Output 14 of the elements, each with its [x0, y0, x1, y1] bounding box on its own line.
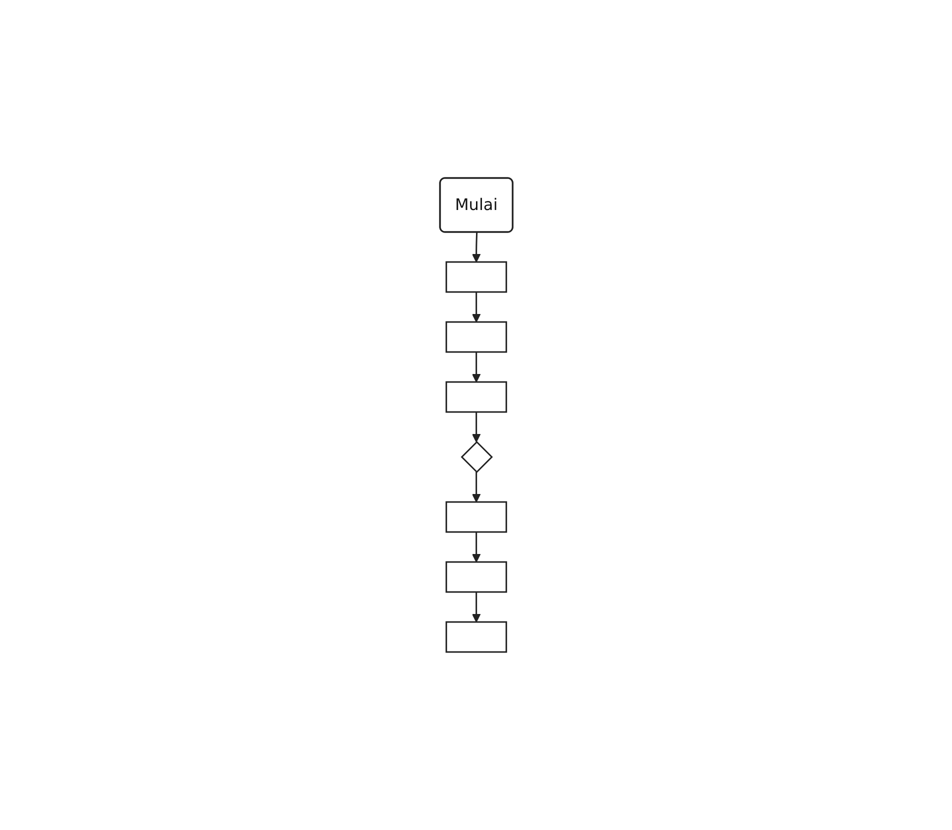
arrow: [472, 472, 480, 502]
node-box: [445, 261, 507, 293]
node-box: [445, 381, 507, 413]
node-diamond: [460, 440, 493, 474]
node-box: [445, 501, 507, 533]
arrow: [472, 232, 480, 262]
arrow: [472, 292, 480, 322]
node-box: [445, 621, 507, 653]
arrow: [472, 592, 480, 622]
arrow: [472, 352, 480, 382]
node-box: [445, 321, 507, 353]
arrow: [472, 412, 480, 442]
node-box: [445, 561, 507, 593]
arrow: [472, 532, 480, 562]
